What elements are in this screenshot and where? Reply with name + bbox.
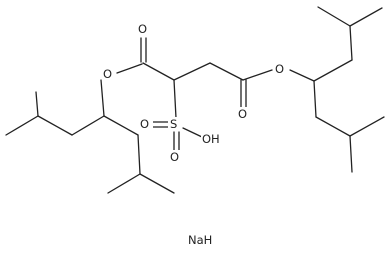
atom-o-ester-left: O xyxy=(103,67,112,81)
bond-right-lower-me1 xyxy=(349,116,385,137)
bond-right-upper-me2 xyxy=(349,7,383,27)
atom-o-sulfonyl-bottom: O xyxy=(170,150,179,164)
bond-left-ch-ch2a xyxy=(71,115,105,136)
label-mask xyxy=(168,117,182,131)
atom-o-carbonyl-right: O xyxy=(238,107,247,121)
bond-left-ch-me1 xyxy=(35,91,39,117)
bond-c4-o-ester xyxy=(242,69,273,81)
label-mask xyxy=(102,67,116,81)
atom-o-carbonyl-left: O xyxy=(138,22,147,36)
atom-s-sulfonyl: S xyxy=(170,117,177,131)
bond-left-ch2a-ch xyxy=(37,115,73,136)
bond-right-lower-me2 xyxy=(349,135,353,173)
atom-o-sulfonyl-left: O xyxy=(140,117,149,131)
counterion-label: NaH xyxy=(188,233,212,247)
bond-s-oh xyxy=(182,127,203,138)
label-mask xyxy=(137,22,151,36)
label-mask xyxy=(201,132,223,146)
bond-c2-s xyxy=(173,79,177,119)
atom-labels: O O S O O OH O O NaH xyxy=(102,22,288,247)
bond-left-ch-ch2b xyxy=(103,115,139,136)
bond-c1-c2 xyxy=(142,62,175,81)
bond-right-ch-upper xyxy=(313,59,353,82)
bond-o-ch-left xyxy=(100,79,105,117)
bond-right-ch-lower xyxy=(313,80,317,118)
bond-left-ch2b-ch xyxy=(137,134,141,175)
label-mask xyxy=(139,117,153,131)
bond-right-lower-ch xyxy=(315,116,351,137)
atom-o-ester-right: O xyxy=(275,62,284,76)
bond-left-lower-me2 xyxy=(139,173,175,194)
bond-left-lower-me1 xyxy=(107,173,141,194)
bonds xyxy=(5,6,385,194)
bond-right-upper-me1 xyxy=(317,6,351,27)
label-mask xyxy=(169,150,183,164)
bond-c3-c4 xyxy=(209,62,244,81)
bond-o-c1 xyxy=(116,63,143,74)
bond-right-upper-ch xyxy=(349,25,353,61)
label-mask xyxy=(274,62,288,76)
bond-left-ch-me2 xyxy=(5,115,39,136)
bond-o-ch-right xyxy=(289,69,315,82)
label-mask xyxy=(237,107,251,121)
atom-oh-sulfonic: OH xyxy=(202,132,220,146)
bond-c2-c3 xyxy=(173,62,211,81)
